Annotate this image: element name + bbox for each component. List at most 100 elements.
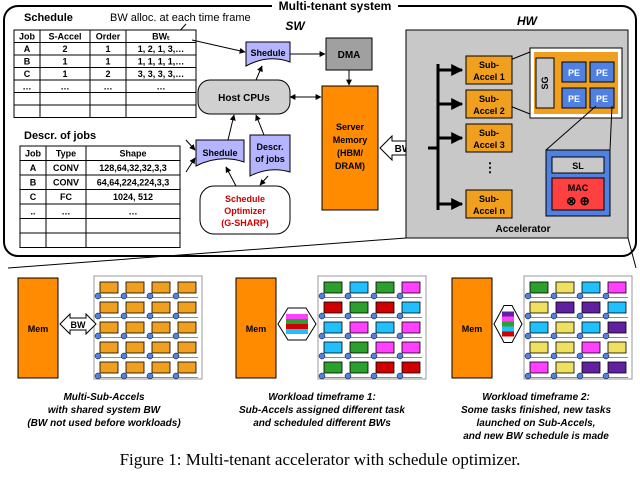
panel-bw-arrow: [59, 312, 97, 336]
panel-bw-band: [502, 321, 514, 327]
optimizer-box: [199, 185, 291, 235]
panel-port: [370, 372, 378, 380]
panel-mem-label: Mem: [462, 324, 483, 334]
panel-port: [94, 352, 102, 360]
panel-sub-accel: [323, 321, 343, 334]
panel-port: [120, 332, 128, 340]
schedule-cell: 1: [62, 69, 67, 79]
sl-box: [551, 156, 605, 174]
panel-port: [602, 352, 610, 360]
panel-port: [576, 332, 584, 340]
sg-box: [535, 57, 555, 109]
panel-mem-label: Mem: [28, 324, 49, 334]
optimizer-label-3: (G-SHARP): [221, 218, 269, 228]
panel-sub-accel: [581, 301, 601, 314]
panel-sub-accel: [177, 321, 197, 334]
sub-accel-1: [465, 55, 513, 85]
panel-port: [172, 292, 180, 300]
panel-sub-accel: [375, 301, 395, 314]
shedule-doc-mid: [195, 139, 245, 167]
panel-caption-line: Sub-Accels assigned different task: [239, 405, 405, 416]
panel-bw-band: [502, 331, 514, 337]
jobs-col-header: Shape: [119, 149, 146, 159]
panel-port: [602, 292, 610, 300]
panel-sub-accel: [323, 341, 343, 354]
schedule-col-header: S-Accel: [48, 32, 81, 42]
panel-sub-accel: [401, 301, 421, 314]
panel-sub-accel: [99, 341, 119, 354]
panel-caption-line: and scheduled different BWs: [253, 418, 391, 429]
panel-port: [318, 312, 326, 320]
bw-label-top: BW: [395, 144, 412, 155]
panel-mem-box: [451, 277, 493, 379]
panel-port: [550, 372, 558, 380]
panel-sub-accel: [581, 341, 601, 354]
dma-label: DMA: [338, 50, 361, 61]
hw-dots: ⋮: [484, 160, 497, 175]
panel-sub-accel: [151, 301, 171, 314]
panel-port: [524, 312, 532, 320]
server-memory-label-1: Server: [336, 122, 365, 132]
pe-pointer-right: [609, 105, 613, 151]
panel-sub-accel: [529, 301, 549, 314]
panel-port: [318, 332, 326, 340]
panel-port: [370, 352, 378, 360]
panel-port: [524, 372, 532, 380]
sg-label: SG: [540, 76, 550, 89]
panel-sub-accel: [555, 301, 575, 314]
panel-port: [344, 372, 352, 380]
host-cpus-label: Host CPUs: [218, 93, 270, 104]
panel-port: [120, 312, 128, 320]
sub-accel-label: Sub-: [479, 128, 499, 138]
panel-port: [94, 312, 102, 320]
panel-port: [318, 352, 326, 360]
panel-sub-accel: [607, 321, 627, 334]
panel-port: [344, 332, 352, 340]
shedule-doc-top: [245, 41, 291, 67]
jobs-cell: 128,64,32,32,3,3: [99, 163, 167, 173]
panel-sub-accel: [125, 341, 145, 354]
schedule-table-frame: [13, 29, 197, 118]
panel-port: [146, 332, 154, 340]
panel-bw-label: BW: [71, 320, 86, 330]
schedule-cell: …: [23, 82, 32, 92]
jobs-cell: …: [129, 207, 138, 217]
panel-port: [344, 312, 352, 320]
schedule-col-header: BWₜ: [152, 32, 170, 42]
sub-accel-2: [465, 89, 513, 119]
pe-box: [561, 87, 587, 109]
arrow-jobs-shedule: [185, 157, 196, 173]
panel-port: [550, 332, 558, 340]
panel-sub-accel: [99, 361, 119, 374]
pe-label: PE: [596, 94, 608, 104]
panel-sub-accel: [581, 281, 601, 294]
system-title: Multi-tenant system: [279, 0, 392, 13]
mac-label: MAC: [568, 183, 589, 193]
schedule-cell: A: [24, 44, 31, 54]
schedule-cell: …: [157, 82, 166, 92]
panel-bw-band: [286, 329, 308, 334]
panel-caption-line: Multi-Sub-Accels: [63, 392, 145, 403]
panel-sub-accel: [151, 361, 171, 374]
panel-sub-accel: [177, 301, 197, 314]
panel-sub-accel: [323, 361, 343, 374]
panel-port: [524, 332, 532, 340]
panel-caption-line: Workload timeframe 2:: [482, 392, 590, 403]
schedule-cell: 1: [105, 57, 110, 67]
panel-port: [146, 372, 154, 380]
shedule-doc-top-label: Shedule: [250, 48, 285, 58]
panel-bw-band: [286, 324, 308, 329]
panel-port: [576, 312, 584, 320]
jobs-table-frame: [19, 145, 181, 248]
panel-port: [172, 332, 180, 340]
panel-port: [602, 312, 610, 320]
arrow-shedule-host: [227, 114, 236, 141]
jobs-cell: B: [30, 178, 37, 188]
mac-box: [551, 177, 605, 211]
accelerator-label: Accelerator: [495, 224, 550, 235]
connector-right: [627, 237, 637, 269]
server-memory-label-2: Memory: [333, 135, 368, 145]
panel-sub-accel: [375, 321, 395, 334]
arrow-descr-host: [255, 114, 265, 136]
